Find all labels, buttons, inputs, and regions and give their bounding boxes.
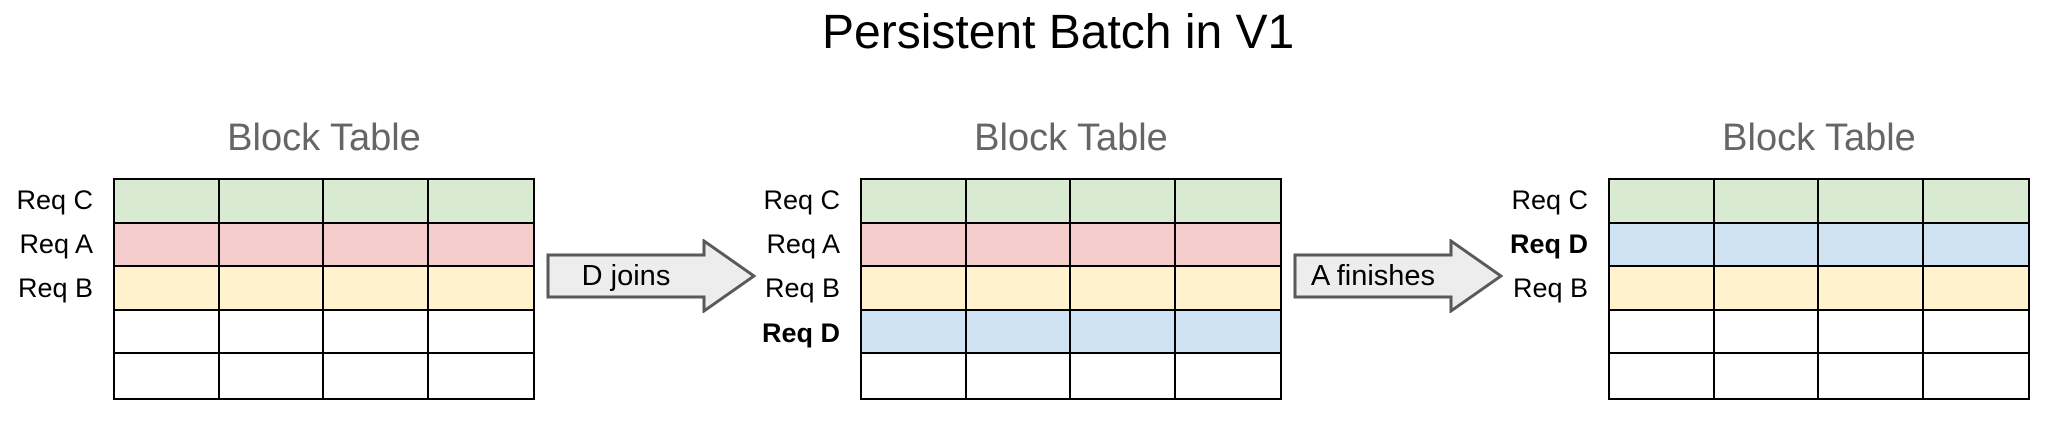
block-cell [1610, 180, 1715, 224]
block-cell [115, 223, 220, 268]
block-cell [862, 354, 967, 398]
row-label-req-b: Req B [764, 273, 840, 304]
block-cell [1923, 223, 2028, 268]
row-label-req-d: Req D [761, 317, 840, 348]
row-label-req-b: Req B [1512, 273, 1588, 304]
block-cell [428, 223, 533, 268]
arrow-label-d-joins: D joins [581, 259, 671, 292]
block-cell [1175, 267, 1280, 311]
block-cell [1714, 180, 1819, 224]
right-arrow-icon [546, 239, 756, 313]
block-cell [324, 267, 429, 311]
block-table-grid-right [1608, 178, 2030, 400]
block-cell [219, 180, 324, 224]
block-cell [115, 310, 220, 355]
block-table-title-right: Block Table [1722, 117, 1916, 159]
row-label-req-a: Req A [766, 229, 840, 260]
block-cell [966, 180, 1071, 224]
block-cell [1610, 354, 1715, 398]
block-cell [428, 180, 533, 224]
block-cell [1714, 267, 1819, 311]
row-label-empty [0, 356, 93, 400]
block-cell [862, 267, 967, 311]
block-table-grid-left [113, 178, 535, 400]
row-labels-middle: Req C Req A Req B Req D [690, 178, 840, 400]
block-cell [1071, 310, 1176, 355]
block-cell [1071, 180, 1176, 224]
block-cell [1610, 223, 1715, 268]
block-cell [1175, 354, 1280, 398]
block-table-title-left: Block Table [227, 117, 421, 159]
block-cell [966, 310, 1071, 355]
block-cell [1923, 180, 2028, 224]
block-cell [1610, 267, 1715, 311]
row-label-empty [690, 356, 840, 400]
block-cell [428, 354, 533, 398]
block-cell [115, 180, 220, 224]
block-cell [428, 310, 533, 355]
row-label-req-d: Req D [1509, 229, 1588, 260]
block-cell [115, 354, 220, 398]
block-cell [219, 310, 324, 355]
block-cell [1175, 180, 1280, 224]
row-label-req-a: Req A [19, 229, 93, 260]
row-labels-left: Req C Req A Req B [0, 178, 93, 400]
block-cell [324, 180, 429, 224]
block-cell [1714, 354, 1819, 398]
block-cell [324, 223, 429, 268]
block-cell [1923, 267, 2028, 311]
block-cell [1819, 267, 1924, 311]
block-cell [1923, 354, 2028, 398]
block-cell [1923, 310, 2028, 355]
block-cell [862, 180, 967, 224]
block-cell [1819, 354, 1924, 398]
block-cell [1714, 310, 1819, 355]
row-labels-right: Req C Req D Req B [1438, 178, 1588, 400]
block-cell [428, 267, 533, 311]
block-cell [324, 310, 429, 355]
block-cell [219, 354, 324, 398]
row-label-req-c: Req C [763, 184, 840, 215]
diagram-title: Persistent Batch in V1 [822, 6, 1295, 59]
row-label-req-c: Req C [16, 184, 93, 215]
row-label-empty [1438, 311, 1588, 355]
block-cell [862, 223, 967, 268]
block-cell [1610, 310, 1715, 355]
row-label-req-b: Req B [17, 273, 93, 304]
row-label-empty [0, 311, 93, 355]
block-cell [1175, 223, 1280, 268]
row-label-empty [1438, 356, 1588, 400]
block-cell [219, 267, 324, 311]
block-cell [1071, 354, 1176, 398]
block-table-title-middle: Block Table [974, 117, 1168, 159]
block-cell [1071, 223, 1176, 268]
block-cell [115, 267, 220, 311]
block-cell [1071, 267, 1176, 311]
arrow-label-a-finishes: A finishes [1310, 259, 1436, 292]
block-table-grid-middle [860, 178, 1282, 400]
row-label-req-c: Req C [1511, 184, 1588, 215]
block-cell [1819, 223, 1924, 268]
transition-arrow-d-joins: D joins [546, 239, 756, 313]
block-cell [966, 267, 1071, 311]
block-cell [219, 223, 324, 268]
block-cell [324, 354, 429, 398]
block-cell [1819, 310, 1924, 355]
block-cell [862, 310, 967, 355]
block-cell [966, 354, 1071, 398]
block-cell [1714, 223, 1819, 268]
block-cell [1175, 310, 1280, 355]
right-arrow-icon [1293, 239, 1503, 313]
block-cell [1819, 180, 1924, 224]
block-cell [966, 223, 1071, 268]
transition-arrow-a-finishes: A finishes [1293, 239, 1503, 313]
